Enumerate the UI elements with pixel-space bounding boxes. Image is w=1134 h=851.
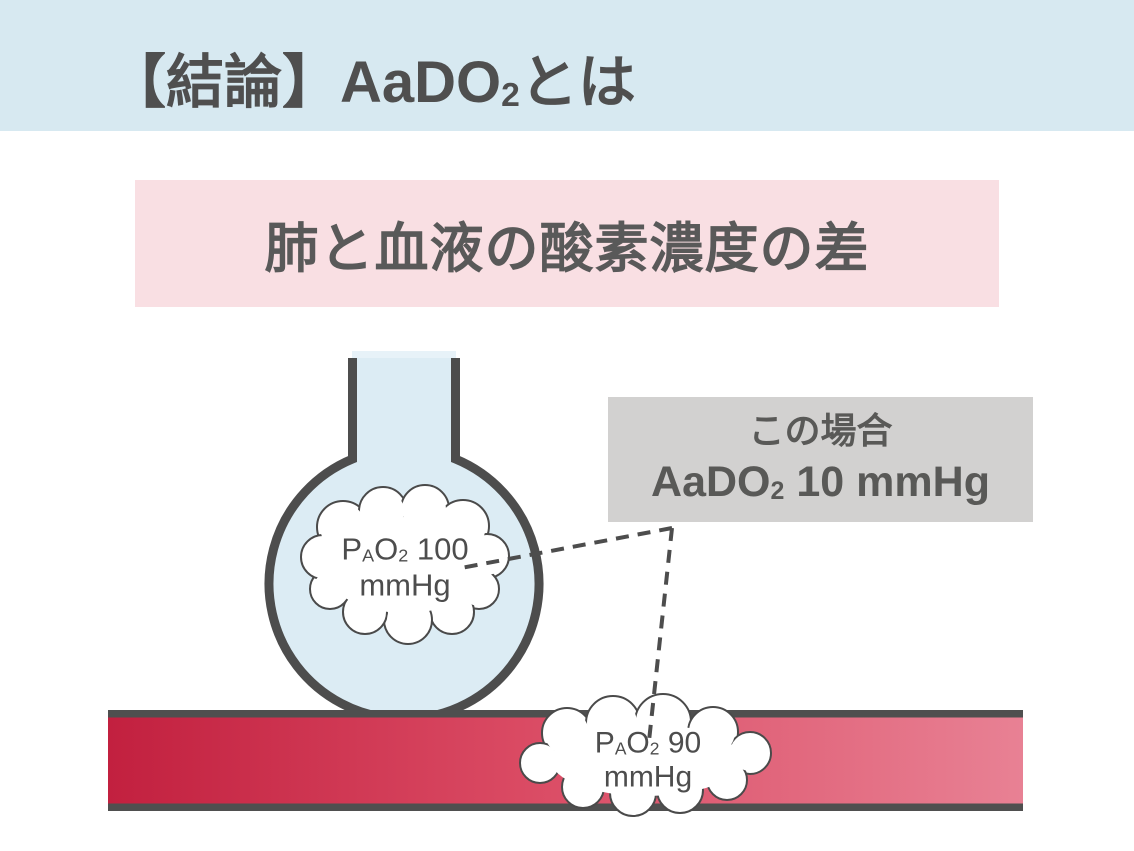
subtitle-banner: 肺と血液の酸素濃度の差 <box>135 180 999 307</box>
slide-title-text: 【結論】AaDO <box>108 50 502 115</box>
slide-title-subscript: 2 <box>501 77 520 115</box>
blood-vessel-bottom-wall <box>108 803 1023 811</box>
flask-neck-opening <box>352 351 456 361</box>
case-line1: この場合 <box>748 410 893 452</box>
slide-title: 【結論】AaDO2とは <box>108 54 636 115</box>
artery-po2-unit: mmHg <box>603 760 693 793</box>
artery-cloud <box>519 693 772 817</box>
alveolus-po2-unit: mmHg <box>359 567 451 602</box>
subtitle-text: 肺と血液の酸素濃度の差 <box>264 219 870 279</box>
header-band: 【結論】AaDO2とは <box>0 0 1134 131</box>
slide-title-suffix: とは <box>519 50 636 115</box>
dashed-connector-artery <box>647 527 674 742</box>
dashed-connector-alveolus <box>460 526 673 570</box>
case-annotation-box <box>608 397 1033 522</box>
